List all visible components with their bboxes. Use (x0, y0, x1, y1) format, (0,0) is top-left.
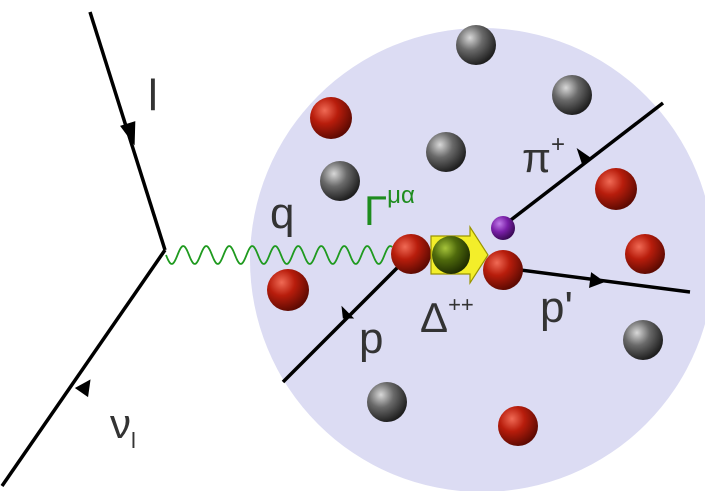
pion-ball (491, 216, 515, 240)
incoming-proton-arrow (341, 305, 355, 319)
delta-ball (432, 236, 470, 274)
pion-line (501, 101, 665, 228)
neutron-ball (623, 320, 663, 360)
pion-label: π+ (522, 131, 565, 181)
proton-ball (595, 168, 637, 210)
neutron-ball (367, 382, 407, 422)
boson-label: q (270, 189, 294, 238)
neutron-ball (456, 25, 496, 65)
delta-label: Δ++ (420, 292, 474, 341)
pion-arrow (576, 147, 592, 165)
neutron-ball (320, 161, 360, 201)
neutron-ball (552, 75, 592, 115)
vertex-label: Γμα (364, 182, 415, 234)
neutrino-label: νl (110, 400, 136, 453)
proton-ball (267, 269, 309, 311)
incoming-neutrino-arrow (74, 379, 91, 398)
outgoing-proton-arrow (589, 272, 605, 289)
outgoing-proton-ball (483, 250, 523, 290)
outgoing-lepton-arrow (120, 121, 136, 146)
lepton-label: l (148, 71, 158, 120)
incoming-neutrino-line (0, 249, 167, 487)
proton-ball (310, 97, 352, 139)
struck-proton-ball (391, 234, 431, 274)
proton-ball (498, 406, 538, 446)
exchanged-boson-wavy-line (165, 245, 393, 265)
outgoing-proton-label: p' (540, 283, 573, 332)
incoming-proton-label: p (359, 314, 383, 363)
proton-ball (625, 234, 665, 274)
neutron-ball (426, 132, 466, 172)
